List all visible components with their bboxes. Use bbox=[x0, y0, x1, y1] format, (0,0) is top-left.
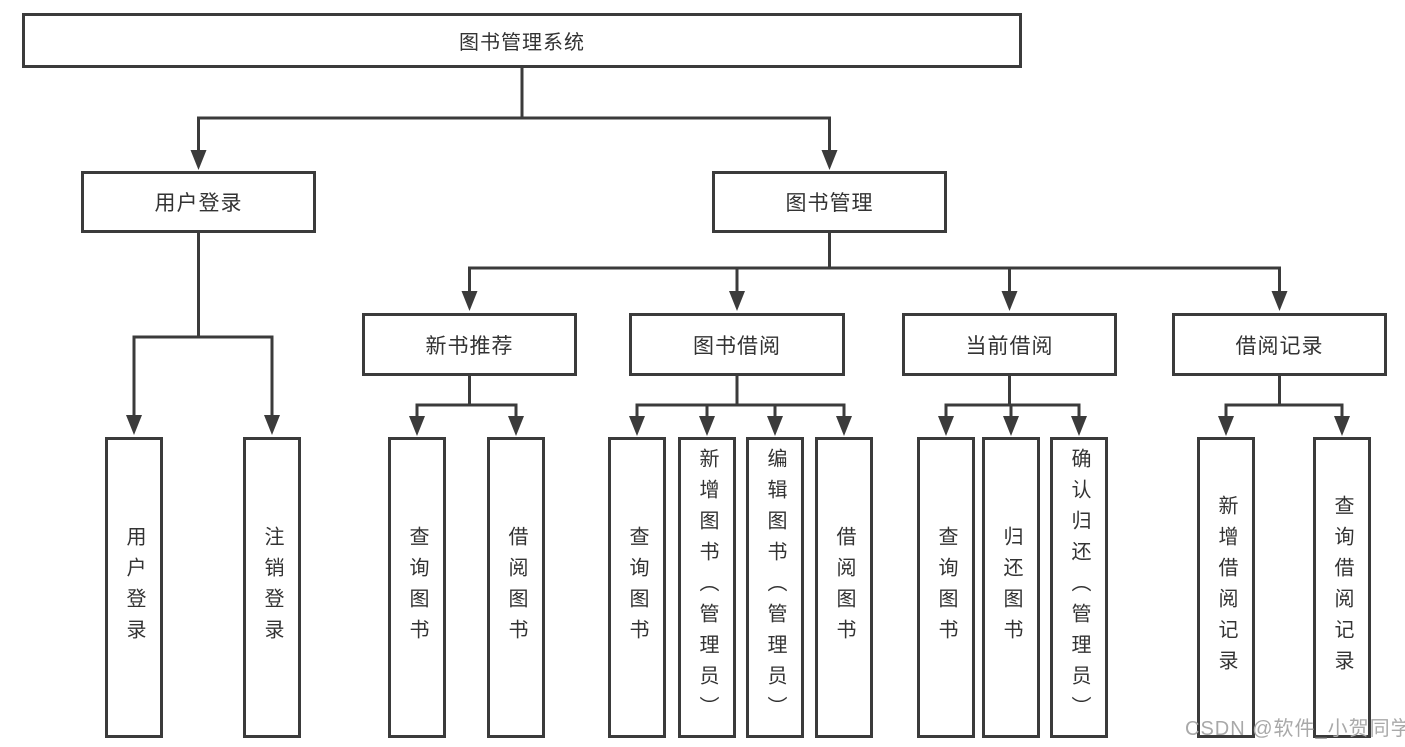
leaf-return-books: 归还图书 bbox=[982, 437, 1040, 738]
arrow-down-icon bbox=[699, 416, 715, 436]
arrow-down-icon bbox=[461, 291, 478, 311]
arrow-down-icon bbox=[836, 416, 852, 436]
branch-new-book-recommendation bbox=[409, 376, 524, 436]
node-root-label: 图书管理系统 bbox=[459, 32, 585, 54]
branch-current-borrowing bbox=[938, 376, 1087, 436]
node-borrowing-records-label: 借阅记录 bbox=[1235, 334, 1324, 358]
arrow-down-icon bbox=[938, 416, 954, 436]
arrow-down-icon bbox=[190, 150, 207, 170]
leaf-add-books-admin: 新增图书（管理员） bbox=[678, 437, 736, 738]
leaf-borrow-books-recommend: 借阅图书 bbox=[487, 437, 545, 738]
branch-book-borrowing bbox=[629, 376, 852, 436]
node-user-login: 用户登录 bbox=[81, 171, 316, 233]
node-user-login-label: 用户登录 bbox=[154, 192, 243, 215]
connector-line bbox=[197, 68, 831, 152]
arrow-down-icon bbox=[1271, 291, 1288, 311]
leaf-edit-books-admin: 编辑图书（管理员） bbox=[746, 437, 804, 738]
node-book-borrowing: 图书借阅 bbox=[629, 313, 845, 376]
arrow-down-icon bbox=[409, 416, 425, 436]
leaf-user-login: 用户登录 bbox=[105, 437, 163, 738]
leaf-query-books-current: 查询图书 bbox=[917, 437, 975, 738]
node-book-management-label: 图书管理 bbox=[785, 192, 874, 215]
connector-line bbox=[468, 233, 1281, 292]
arrow-down-icon bbox=[1071, 416, 1087, 436]
node-root: 图书管理系统 bbox=[22, 13, 1022, 68]
arrow-down-icon bbox=[821, 150, 838, 170]
connector-line bbox=[132, 233, 274, 415]
arrow-down-icon bbox=[264, 415, 280, 435]
arrow-down-icon bbox=[1218, 416, 1234, 436]
connector-line bbox=[1224, 376, 1344, 417]
connector-line bbox=[415, 376, 518, 417]
arrow-down-icon bbox=[629, 416, 645, 436]
leaf-add-borrow-record: 新增借阅记录 bbox=[1197, 437, 1255, 738]
connector-line bbox=[944, 376, 1081, 417]
node-new-book-recommendation-label: 新书推荐 bbox=[425, 334, 514, 358]
branch-user-login bbox=[126, 233, 280, 435]
leaf-query-borrow-record: 查询借阅记录 bbox=[1313, 437, 1371, 738]
node-borrowing-records: 借阅记录 bbox=[1172, 313, 1387, 376]
arrow-down-icon bbox=[767, 416, 783, 436]
arrow-down-icon bbox=[729, 291, 745, 311]
arrow-down-icon bbox=[1003, 416, 1019, 436]
leaf-query-books-recommend: 查询图书 bbox=[388, 437, 446, 738]
leaf-query-books-borrowing: 查询图书 bbox=[608, 437, 666, 738]
node-new-book-recommendation: 新书推荐 bbox=[362, 313, 577, 376]
node-book-borrowing-label: 图书借阅 bbox=[693, 334, 781, 358]
arrow-down-icon bbox=[1334, 416, 1350, 436]
branch-book-management bbox=[461, 233, 1288, 311]
branch-borrowing-records bbox=[1218, 376, 1350, 436]
arrow-down-icon bbox=[126, 415, 142, 435]
arrow-down-icon bbox=[1001, 291, 1018, 311]
leaf-logout: 注销登录 bbox=[243, 437, 301, 738]
node-current-borrowing: 当前借阅 bbox=[902, 313, 1117, 376]
csdn-watermark: CSDN @软件_小贺同学 bbox=[1185, 718, 1405, 740]
leaf-borrow-books-borrowing: 借阅图书 bbox=[815, 437, 873, 738]
arrow-down-icon bbox=[508, 416, 524, 436]
branch-root bbox=[190, 68, 838, 170]
node-book-management: 图书管理 bbox=[712, 171, 947, 233]
node-current-borrowing-label: 当前借阅 bbox=[965, 334, 1054, 358]
leaf-confirm-return-admin: 确认归还（管理员） bbox=[1050, 437, 1108, 738]
connector-line bbox=[635, 376, 846, 417]
